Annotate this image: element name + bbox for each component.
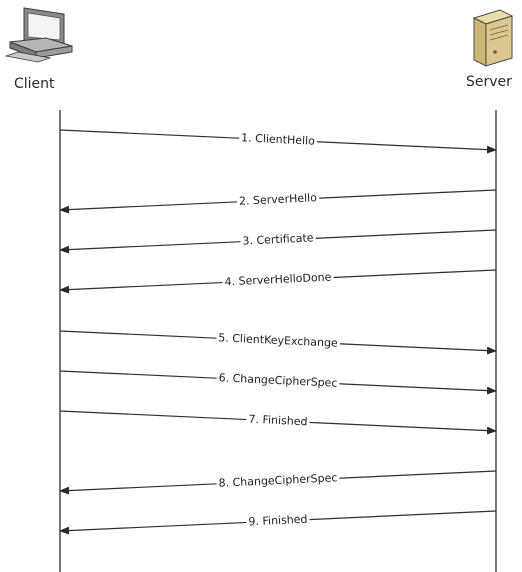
server-tower-icon	[472, 9, 514, 67]
message-label-background	[246, 512, 310, 529]
message-label-background	[222, 270, 334, 289]
message-label: 4. ServerHelloDone	[224, 271, 332, 289]
message-label: 5. ClientKeyExchange	[218, 331, 338, 349]
message-2: 2. ServerHello	[59, 189, 497, 214]
message-5: 5. ClientKeyExchange	[59, 330, 497, 355]
messages-layer: 1. ClientHello 2. ServerHello 3. Certifica…	[59, 129, 497, 535]
message-label-background	[216, 371, 340, 390]
message-label: 7. Finished	[248, 413, 308, 429]
desktop-computer-icon	[4, 7, 73, 63]
message-label-background	[216, 471, 340, 490]
server-label: Server	[466, 74, 512, 90]
message-7: 7. Finished	[59, 410, 497, 435]
message-6: 6. ChangeCipherSpec	[59, 370, 497, 395]
message-label: 2. ServerHello	[239, 191, 318, 208]
message-label-background	[246, 412, 310, 429]
message-label-background	[216, 331, 341, 350]
message-label-background	[240, 231, 317, 248]
message-label: 1. ClientHello	[241, 131, 316, 147]
message-8: 8. ChangeCipherSpec	[59, 470, 497, 495]
message-label: 8. ChangeCipherSpec	[218, 471, 337, 489]
message-9: 9. Finished	[59, 510, 497, 535]
message-label-background	[236, 191, 320, 208]
message-label: 6. ChangeCipherSpec	[218, 371, 337, 389]
message-label: 9. Finished	[248, 513, 308, 529]
message-label-background	[238, 131, 318, 148]
message-1: 1. ClientHello	[59, 129, 497, 154]
message-label: 3. Certificate	[242, 231, 314, 247]
message-4: 4. ServerHelloDone	[59, 269, 497, 294]
message-3: 3. Certificate	[59, 229, 497, 254]
client-label: Client	[14, 76, 55, 92]
